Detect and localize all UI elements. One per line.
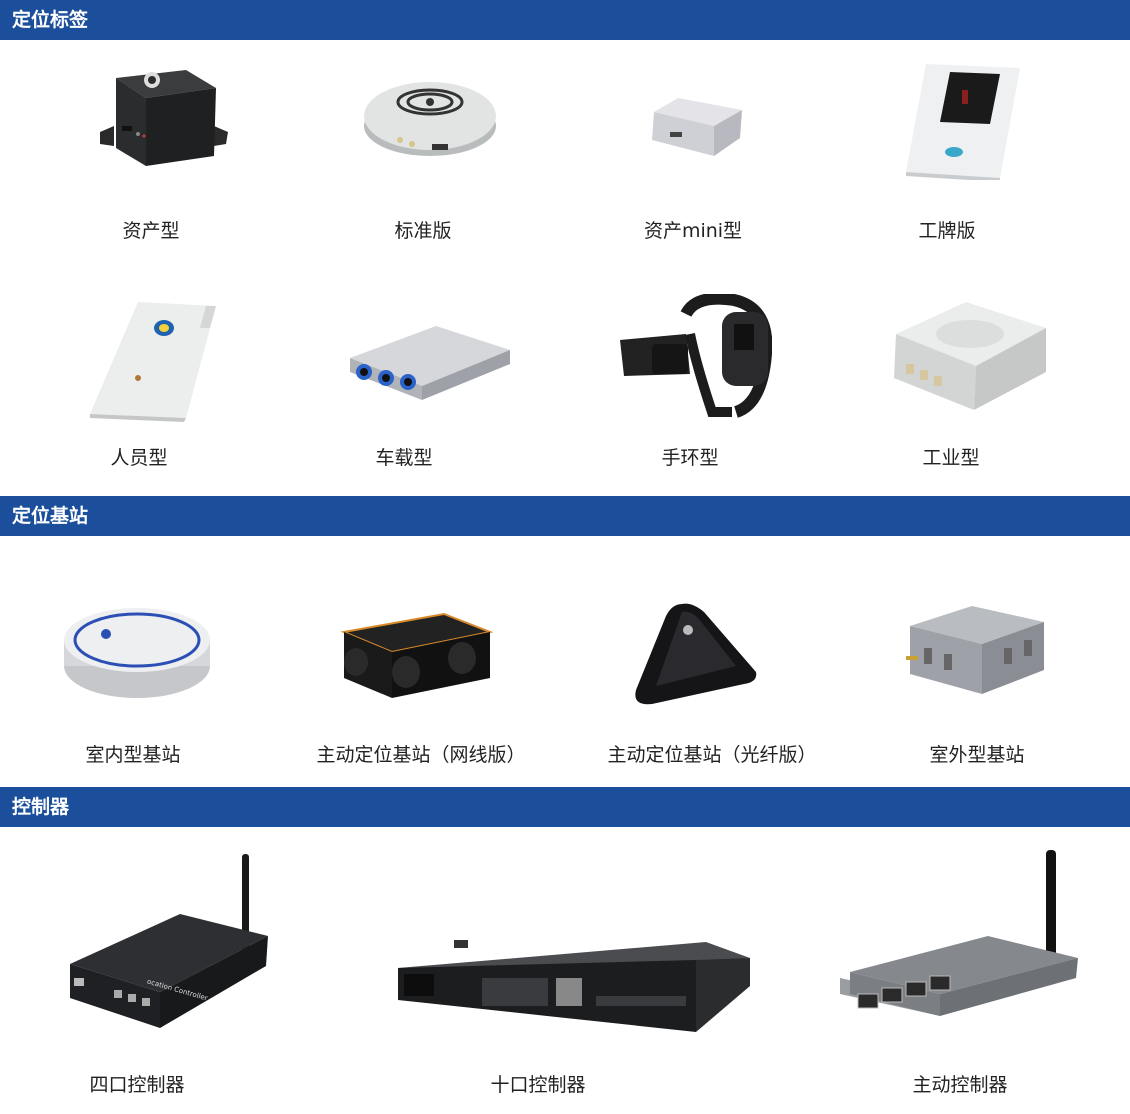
product-image-personnel-tag[interactable] [88,298,218,422]
product-label: 资产mini型 [643,220,743,242]
product-image-active-controller[interactable] [836,848,1080,1024]
product-image-asset-tag[interactable] [100,66,228,170]
product-image-industrial-tag[interactable] [890,300,1050,412]
section-title: 控制器 [12,796,70,818]
product-label: 主动定位基站（网线版） [316,744,526,766]
product-image-outdoor-station[interactable] [904,604,1046,696]
product-label: 室外型基站 [929,744,1025,766]
product-image-asset-mini-tag[interactable] [648,96,744,158]
section-header-stations: 定位基站 [0,496,1130,536]
product-image-ten-port-controller[interactable] [396,938,754,1034]
product-label: 车载型 [375,447,433,469]
section-title: 定位标签 [12,9,89,31]
product-label: 十口控制器 [490,1074,586,1096]
product-image-vehicle-tag[interactable] [346,324,512,402]
section-header-tags: 定位标签 [0,0,1130,40]
product-label: 工业型 [922,447,980,469]
product-label: 资产型 [122,220,180,242]
product-image-active-station-fiber[interactable] [632,602,758,706]
product-label: 手环型 [661,447,719,469]
product-image-active-station-ethernet[interactable] [334,612,496,704]
product-image-four-port-controller[interactable]: ocation Controller [66,852,270,1030]
section-title: 定位基站 [12,505,89,527]
section-header-controllers: 控制器 [0,787,1130,827]
product-label: 主动定位基站（光纤版） [607,744,817,766]
product-image-wristband-tag[interactable] [616,294,772,418]
product-image-indoor-station[interactable] [62,604,212,700]
product-label: 人员型 [110,447,168,469]
product-label: 四口控制器 [89,1074,185,1096]
product-label: 标准版 [394,220,452,242]
product-label: 室内型基站 [85,744,181,766]
product-label: 工牌版 [918,220,976,242]
product-image-standard-tag[interactable] [362,78,498,158]
product-image-badge-tag[interactable] [902,60,1026,180]
product-label: 主动控制器 [912,1074,1008,1096]
